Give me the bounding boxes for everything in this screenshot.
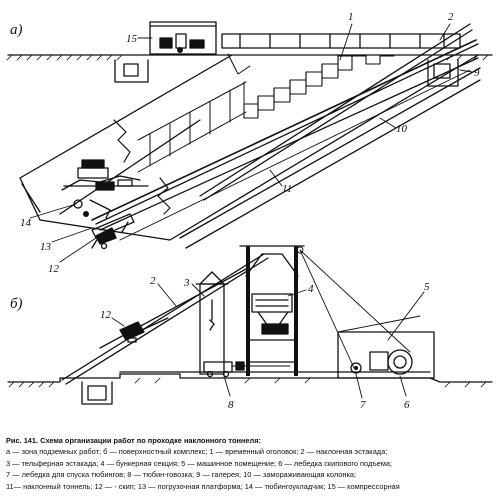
- callout-a-14: 14: [20, 217, 32, 229]
- tubing-winch: [350, 362, 362, 374]
- break-lines: [113, 119, 171, 215]
- machine-room: [337, 315, 435, 379]
- freezing-column: [119, 69, 471, 241]
- loading-platform: [91, 213, 135, 249]
- bunker-section: [239, 245, 305, 376]
- callout-b-4: 4: [308, 283, 314, 295]
- portal-pit-b: [81, 381, 113, 405]
- callout-b-8: 8: [228, 399, 234, 411]
- callout-a-13: 13: [40, 241, 52, 253]
- skip-b: [119, 317, 169, 343]
- skip: [95, 227, 117, 250]
- panel-a-label: а): [10, 22, 23, 38]
- skip-winch: [369, 349, 413, 375]
- ground-surface-b: [7, 371, 493, 388]
- portal-pit-left: [114, 59, 149, 83]
- callout-b-5: 5: [424, 281, 430, 293]
- tunnel-lining-rings: [243, 55, 395, 119]
- callout-a-10: 10: [396, 123, 408, 135]
- tubing-carrier: [203, 361, 291, 378]
- caption-line: 11— наклонный тоннель; 12 — - скип; 13 —…: [6, 481, 400, 491]
- gallery-roof: [221, 33, 461, 49]
- callout-a-11: 11: [282, 183, 292, 195]
- figure-caption: Рис. 141. Схема организации работ по про…: [6, 435, 496, 492]
- panel-b-leaders: [111, 283, 425, 399]
- panel-b: б): [7, 245, 493, 411]
- callout-b-7: 7: [360, 399, 366, 411]
- callout-a-12: 12: [48, 263, 60, 275]
- caption-line: 7 — лебедка для спуска тюбингов; 8 — тюб…: [6, 470, 357, 480]
- callout-a-2: 2: [448, 11, 454, 23]
- callout-a-15: 15: [126, 33, 138, 45]
- callout-b-6: 6: [404, 399, 410, 411]
- panel-a-leaders: [29, 23, 473, 263]
- callout-b-2: 2: [150, 275, 156, 287]
- hoist-rope: [296, 246, 411, 369]
- callout-a-1: 1: [348, 11, 354, 23]
- tunnel-railing: [137, 53, 251, 173]
- caption-line: 3 — тельферная эстакада; 4 — бункерная с…: [6, 458, 393, 468]
- callout-b-12: 12: [100, 309, 112, 321]
- panel-b-label: б): [10, 296, 23, 312]
- tubing-erector: [61, 159, 149, 219]
- caption-line: а — зона подземных работ; б — поверхност…: [6, 447, 388, 457]
- callout-b-3: 3: [183, 277, 190, 289]
- compressor-house: [149, 21, 217, 55]
- ground-surface: [6, 54, 493, 61]
- caption-title: Рис. 141. Схема организации работ по про…: [6, 436, 261, 445]
- panel-a: а): [6, 11, 493, 275]
- tunnel-diagram: а): [6, 11, 493, 411]
- callout-a-9: 9: [474, 67, 480, 79]
